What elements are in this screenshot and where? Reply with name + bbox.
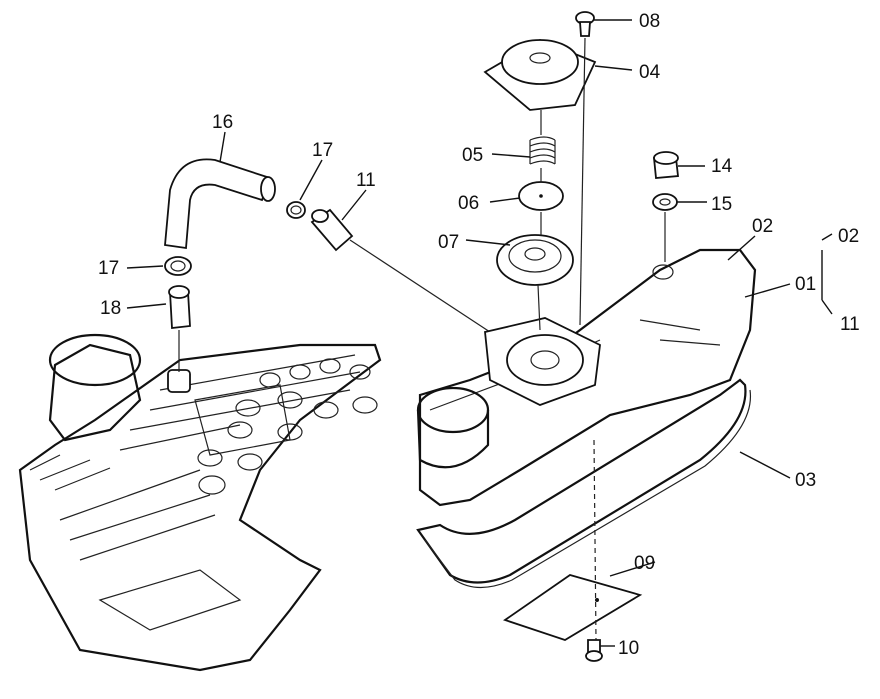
label-15: 15 [711, 194, 732, 215]
hose-16 [164, 158, 276, 250]
bolt-10 [585, 639, 603, 662]
label-17-upper: 17 [312, 140, 333, 161]
label-08: 08 [639, 11, 660, 32]
label-group-11: 11 [840, 314, 860, 335]
pipe-11 [310, 208, 354, 252]
pipe-leader-line [349, 239, 491, 333]
label-10: 10 [618, 638, 639, 659]
label-18: 18 [100, 298, 121, 319]
label-11: 11 [356, 170, 376, 191]
valve-cover-01 [416, 248, 757, 507]
center-leader-line [537, 110, 542, 331]
diaphragm-07 [496, 234, 574, 286]
gasket-03 [416, 378, 752, 589]
part-labels: 08 04 05 06 07 14 15 02 01 03 09 10 16 1… [98, 11, 860, 659]
label-09: 09 [634, 553, 655, 574]
cover-plate-04 [483, 39, 597, 111]
bolt-leader-line [579, 37, 586, 326]
label-02: 02 [752, 216, 773, 237]
clamp-17-lower [164, 256, 192, 276]
clamp-17-upper [286, 201, 306, 219]
plate-06 [518, 181, 564, 211]
label-leaders [126, 19, 833, 647]
cap-14 [653, 151, 679, 179]
label-06: 06 [458, 193, 479, 214]
bracket-09 [503, 574, 643, 641]
spring-05 [529, 136, 556, 165]
label-03: 03 [795, 470, 816, 491]
bottom-leader-line [593, 439, 597, 641]
fitting-18 [168, 285, 191, 329]
label-14: 14 [711, 156, 733, 177]
label-17-lower: 17 [98, 258, 119, 279]
engine-block [18, 333, 382, 672]
label-16: 16 [212, 112, 233, 133]
label-05: 05 [462, 145, 483, 166]
label-07: 07 [438, 232, 459, 253]
label-04: 04 [639, 62, 661, 83]
label-01: 01 [795, 274, 816, 295]
bolt-08 [575, 11, 595, 37]
washer-15 [652, 193, 678, 211]
label-group-02: 02 [838, 226, 859, 247]
